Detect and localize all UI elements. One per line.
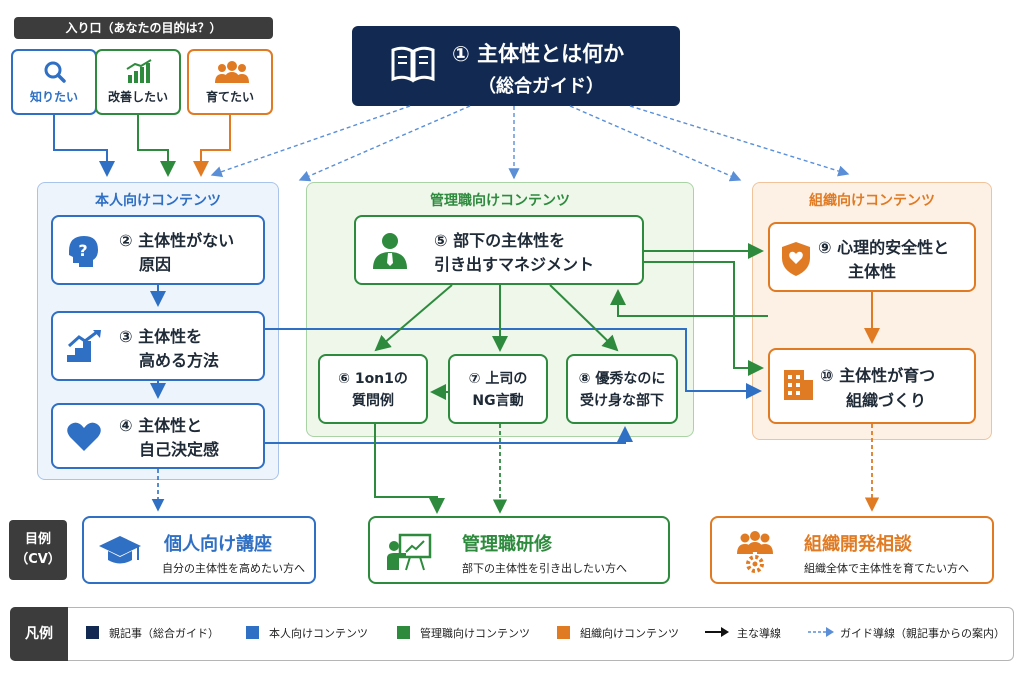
growth-chart-icon [97, 59, 179, 85]
node-5-line1: ⑤ 部下の主体性を [434, 231, 566, 250]
cv-label-line1: 目例 [24, 532, 51, 547]
node-3-line1: ③ 主体性を [119, 327, 203, 346]
node-7-ng-behavior[interactable]: ⑦ 上司の NG言動 [448, 354, 548, 424]
node-4-line1: ④ 主体性と [119, 416, 203, 435]
manager-icon [370, 231, 410, 277]
node-9-line2: 主体性 [848, 262, 897, 281]
main-guide-node[interactable]: ① 主体性とは何か （総合ガイド） [352, 26, 680, 106]
node-8-passive-subordinate[interactable]: ⑧ 優秀なのに 受け身な部下 [566, 354, 678, 424]
node-3-line2: 高める方法 [139, 351, 220, 370]
cv-manager-title: 管理職研修 [462, 534, 552, 555]
node-6-line2: 質問例 [352, 393, 394, 409]
entry-improve-label: 改善したい [107, 90, 168, 104]
team-gear-icon [732, 530, 778, 578]
cv-manager-sub: 部下の主体性を引き出したい方へ [462, 562, 627, 575]
legend-swatch-parent [86, 626, 99, 639]
book-icon [390, 44, 436, 88]
heart-icon [67, 421, 101, 459]
legend-swatch-org [557, 626, 570, 639]
node-2-cause[interactable]: ? ② 主体性がない 原因 [51, 215, 265, 285]
presentation-icon [386, 532, 432, 576]
legend-text-personal: 本人向けコンテンツ [269, 627, 368, 640]
cv-personal-course[interactable]: 個人向け講座 自分の主体性を高めたい方へ [82, 516, 316, 584]
entry-know[interactable]: 知りたい [11, 49, 97, 115]
entry-improve[interactable]: 改善したい [95, 49, 181, 115]
cv-label-line2: （CV） [15, 552, 61, 567]
shield-icon [780, 240, 812, 284]
node-9-psych-safety[interactable]: ⑨ 心理的安全性と 主体性 [768, 222, 976, 292]
legend-item-guide-flow: ガイド導線（親記事からの案内） [808, 626, 1005, 642]
entry-know-label: 知りたい [29, 90, 78, 104]
graduation-cap-icon [98, 534, 142, 572]
node-2-line1: ② 主体性がない [119, 231, 235, 250]
entry-nurture-label: 育てたい [205, 90, 254, 104]
cv-label: 目例 （CV） [9, 520, 67, 580]
legend-item-manager: 管理職向けコンテンツ [397, 626, 530, 642]
building-icon [782, 368, 814, 408]
node-9-line1: ⑨ 心理的安全性と [818, 238, 950, 257]
legend-text-guide-flow: ガイド導線（親記事からの案内） [840, 627, 1005, 640]
team-icon [189, 59, 271, 85]
main-guide-subtitle: （総合ガイド） [478, 76, 604, 97]
cv-manager-training[interactable]: 管理職研修 部下の主体性を引き出したい方へ [368, 516, 670, 584]
legend-text-parent: 親記事（総合ガイド） [109, 627, 219, 640]
dashed-arrow-icon [808, 627, 834, 637]
head-question-icon: ? [65, 233, 101, 275]
node-4-self-determination[interactable]: ④ 主体性と 自己決定感 [51, 403, 265, 469]
legend [10, 607, 1014, 661]
search-icon [13, 59, 95, 85]
node-10-org-building[interactable]: ⑩ 主体性が育つ 組織づくり [768, 348, 976, 424]
node-5-management[interactable]: ⑤ 部下の主体性を 引き出すマネジメント [354, 215, 644, 285]
cv-org-consulting[interactable]: 組織開発相談 組織全体で主体性を育てたい方へ [710, 516, 994, 584]
node-7-line2: NG言動 [472, 393, 524, 409]
node-10-line1: ⑩ 主体性が育つ [820, 366, 936, 385]
legend-item-parent: 親記事（総合ガイド） [86, 626, 219, 642]
cv-personal-title: 個人向け講座 [164, 534, 272, 555]
legend-item-personal: 本人向けコンテンツ [246, 626, 368, 642]
entry-header: 入り口（あなたの目的は？） [14, 17, 273, 39]
legend-item-org: 組織向けコンテンツ [557, 626, 679, 642]
entry-nurture[interactable]: 育てたい [187, 49, 273, 115]
org-group-title: 組織向けコンテンツ [809, 193, 935, 209]
legend-label: 凡例 [10, 607, 68, 661]
node-2-line2: 原因 [139, 255, 172, 274]
legend-swatch-personal [246, 626, 259, 639]
node-6-1on1[interactable]: ⑥ 1on1の 質問例 [318, 354, 428, 424]
node-4-line2: 自己決定感 [139, 440, 220, 459]
node-10-line2: 組織づくり [846, 391, 927, 410]
cv-personal-sub: 自分の主体性を高めたい方へ [162, 562, 305, 575]
legend-text-org: 組織向けコンテンツ [580, 627, 679, 640]
cv-org-sub: 組織全体で主体性を育てたい方へ [804, 562, 969, 575]
node-5-line2: 引き出すマネジメント [434, 255, 595, 274]
svg-text:?: ? [78, 241, 87, 260]
legend-swatch-manager [397, 626, 410, 639]
main-guide-title: ① 主体性とは何か [452, 42, 625, 66]
legend-text-main-flow: 主な導線 [737, 627, 781, 640]
node-8-line1: ⑧ 優秀なのに [578, 371, 666, 387]
stairs-up-icon [65, 330, 103, 370]
node-8-line2: 受け身な部下 [580, 393, 664, 409]
legend-text-manager: 管理職向けコンテンツ [420, 627, 530, 640]
node-7-line1: ⑦ 上司の [468, 371, 528, 387]
cv-org-title: 組織開発相談 [804, 534, 912, 555]
node-3-methods[interactable]: ③ 主体性を 高める方法 [51, 311, 265, 381]
personal-group-title: 本人向けコンテンツ [95, 193, 221, 209]
node-6-line1: ⑥ 1on1の [338, 371, 408, 387]
solid-arrow-icon [705, 627, 729, 637]
manager-group-title: 管理職向けコンテンツ [430, 193, 570, 209]
legend-item-main-flow: 主な導線 [705, 626, 781, 642]
